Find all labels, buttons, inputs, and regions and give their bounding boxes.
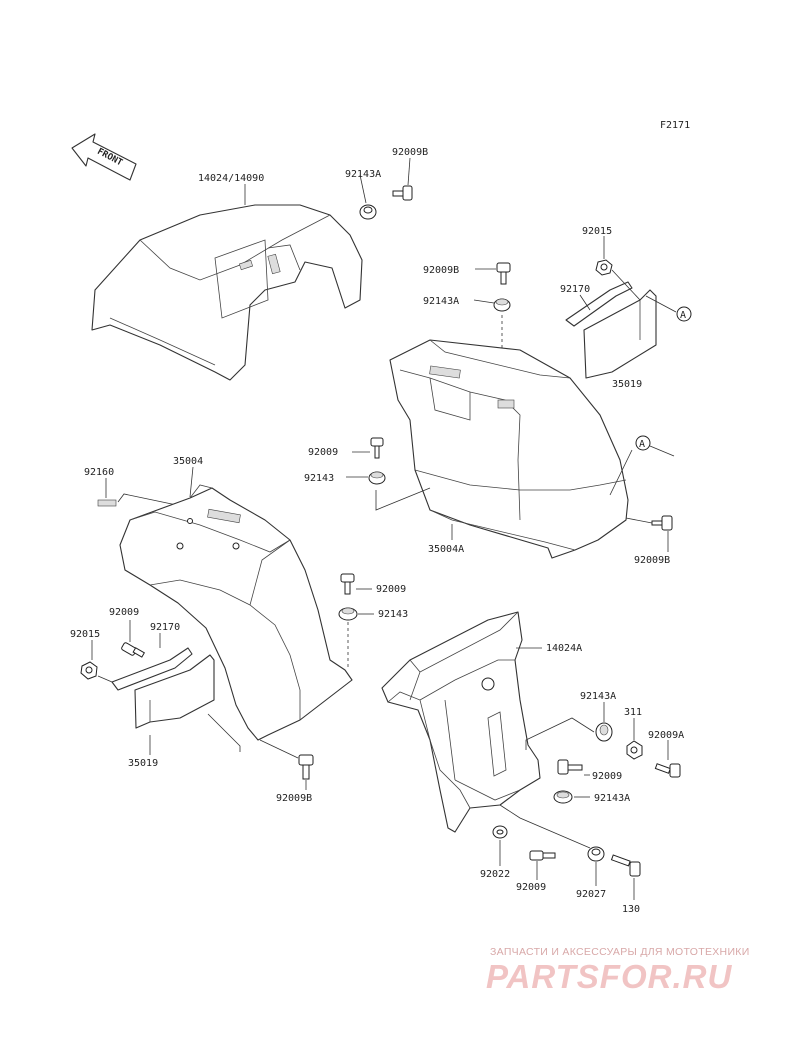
label-nut-upper-right: 92015 (582, 226, 612, 237)
top-cover-part (91, 204, 363, 381)
bolt-icon (610, 854, 641, 877)
front-arrow-icon: FRONT (71, 133, 137, 181)
nut-icon (595, 259, 613, 276)
watermark-logo: PARTSFOR.RU (486, 958, 733, 995)
bolt-icon (651, 515, 673, 531)
ref-marker-2: A (639, 439, 645, 450)
reference-marker-icon (676, 306, 692, 322)
grommet-icon (338, 607, 358, 621)
label-left-flap: 35019 (128, 758, 158, 769)
label-fender-right: 35004A (428, 544, 464, 555)
collar-icon (587, 846, 605, 862)
grommet-icon (595, 722, 613, 742)
mud-flap-part (583, 289, 657, 379)
figure-code: F2171 (660, 120, 690, 131)
label-upper-grommet: 92143A (423, 296, 459, 307)
grommet-icon (493, 298, 511, 312)
label-left-lower-bolt: 92009B (276, 793, 312, 804)
bolt-icon (529, 850, 556, 861)
bolt-icon (298, 754, 314, 780)
label-cover-top-bolt: 92009B (392, 147, 428, 158)
watermark-caption: ЗАПЧАСТИ И АКСЕССУАРЫ ДЛЯ МОТОТЕХНИКИ (490, 946, 750, 958)
label-cover-top: 14024/14090 (198, 173, 264, 184)
right-fender-part (389, 339, 629, 559)
bolt-icon (496, 262, 511, 285)
label-cover-top-grommet: 92143A (345, 169, 381, 180)
label-stay-upper-right: 92170 (560, 284, 590, 295)
clip-part (97, 499, 117, 507)
label-fender-left: 35004 (173, 456, 203, 467)
label-fender-right-lower-bolt: 92009B (634, 555, 670, 566)
label-fender-right-grommet: 92143 (304, 473, 334, 484)
label-fender-left-grommet: 92143 (378, 609, 408, 620)
label-bottom-bolt: 92009 (516, 882, 546, 893)
mud-flap-part (134, 654, 215, 729)
bolt-icon (121, 642, 146, 658)
label-fender-left-bolt: 92009 (376, 584, 406, 595)
washer-icon (492, 825, 508, 839)
label-left-stay: 92170 (150, 622, 180, 633)
label-left-nut: 92015 (70, 629, 100, 640)
label-under-nut: 311 (624, 707, 642, 718)
bolt-icon (392, 185, 413, 201)
stay-part (565, 281, 633, 327)
grommet-icon (553, 790, 573, 804)
ref-marker-1: A (680, 310, 686, 321)
nut-icon (626, 740, 643, 760)
stay-part (111, 647, 193, 691)
grommet-icon (368, 471, 386, 485)
reference-marker-icon (635, 435, 651, 451)
bolt-icon (340, 573, 355, 595)
label-under-bolt-a: 92009A (648, 730, 684, 741)
label-clip: 92160 (84, 467, 114, 478)
nut-icon (80, 661, 98, 680)
label-under-cover: 14024A (546, 643, 582, 654)
bolt-icon (557, 759, 583, 775)
label-fender-right-bolt: 92009 (308, 447, 338, 458)
label-upper-bolt: 92009B (423, 265, 459, 276)
under-cover-part (381, 611, 541, 833)
label-washer: 92022 (480, 869, 510, 880)
label-under-grommet: 92143A (580, 691, 616, 702)
label-bottom-bolt-130: 130 (622, 904, 640, 915)
label-collar: 92027 (576, 889, 606, 900)
left-fender-part (119, 484, 353, 741)
label-under-grommet-2: 92143A (594, 793, 630, 804)
bolt-icon (654, 763, 681, 778)
label-left-bolt: 92009 (109, 607, 139, 618)
label-under-bolt: 92009 (592, 771, 622, 782)
bolt-icon (370, 437, 384, 459)
label-flap-upper-right: 35019 (612, 379, 642, 390)
